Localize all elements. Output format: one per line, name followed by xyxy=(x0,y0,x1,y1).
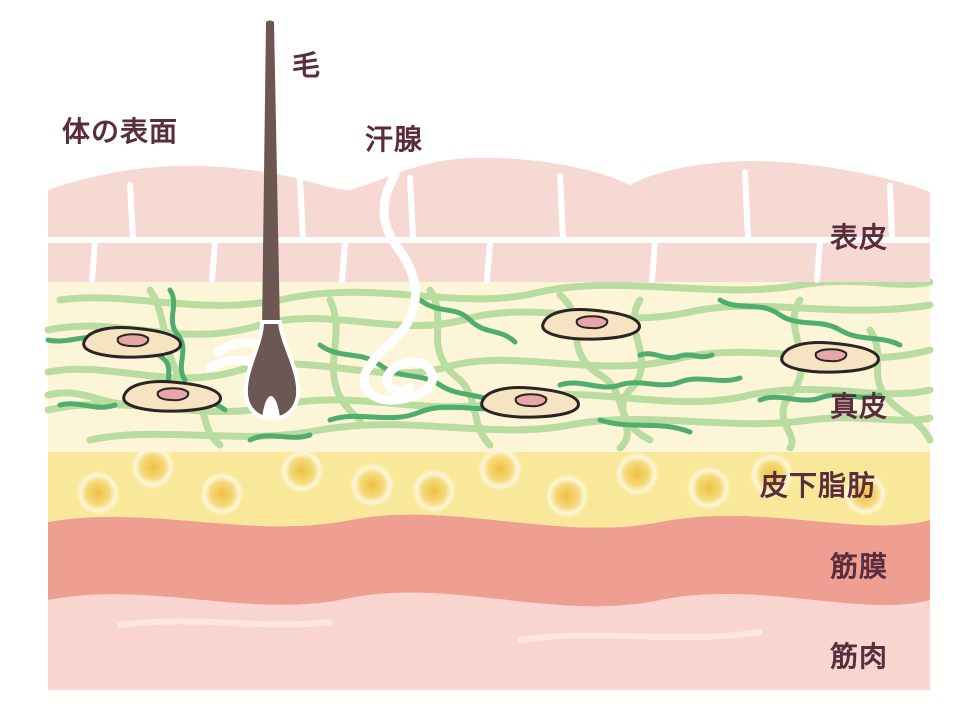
fat-cell xyxy=(350,463,394,507)
fat-cell xyxy=(200,472,244,516)
fat-cell xyxy=(615,452,659,496)
fat-cell xyxy=(545,474,589,518)
sweat-gland-label: 汗腺 xyxy=(365,124,423,156)
hair-label: 毛 xyxy=(292,50,321,82)
fat-cell xyxy=(687,466,731,510)
dermis-label: 真皮 xyxy=(830,391,888,423)
fat-cell xyxy=(76,471,120,515)
fibroblast-cell xyxy=(543,310,640,340)
fat-cell xyxy=(412,469,456,513)
epidermis-label: 表皮 xyxy=(830,222,888,254)
muscle-label: 筋肉 xyxy=(830,641,888,673)
body-surface-label: 体の表面 xyxy=(62,116,178,148)
fibroblast-cell xyxy=(124,382,221,412)
fibroblast-cell xyxy=(84,328,181,358)
fascia-label: 筋膜 xyxy=(830,551,888,583)
fibroblast-cell xyxy=(482,388,579,418)
fat-cell xyxy=(478,447,522,491)
muscle-layer xyxy=(48,593,930,690)
subcutaneous-fat-label: 皮下脂肪 xyxy=(760,470,876,502)
fibroblast-cell xyxy=(782,343,879,373)
fat-cell xyxy=(280,449,324,493)
fascia-layer xyxy=(48,514,930,606)
